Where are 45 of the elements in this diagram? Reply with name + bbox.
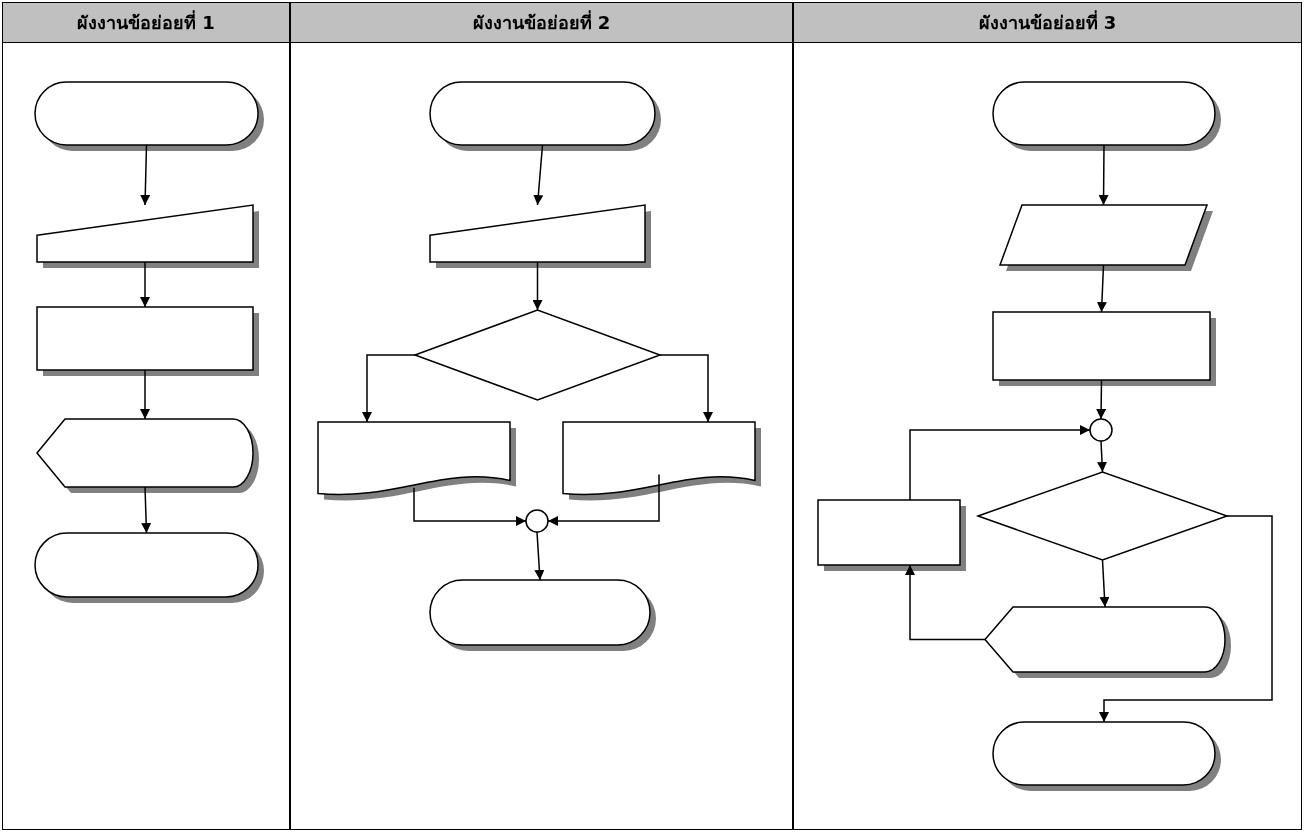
- flowchart-column: [793, 2, 1302, 830]
- arrow: [533, 144, 544, 206]
- process-box: [817, 499, 966, 571]
- terminal-shape: [429, 81, 661, 151]
- terminal-shape: [992, 721, 1221, 791]
- arrow: [1099, 559, 1110, 608]
- decision-diamond: [977, 471, 1227, 560]
- connector-circle: [525, 509, 548, 532]
- arrow: [905, 564, 986, 641]
- terminal-shape: [34, 81, 264, 151]
- arrow: [362, 354, 416, 423]
- arrow: [1099, 515, 1273, 723]
- terminal-shape: [34, 532, 264, 603]
- column-header: ผังงานข้อย่อยที่ 1: [3, 3, 289, 43]
- arrow: [547, 473, 660, 526]
- terminal-shape: [429, 579, 656, 651]
- arrow: [909, 425, 1091, 501]
- document-shape: [317, 421, 516, 501]
- process-box: [992, 311, 1216, 386]
- process-box: [36, 306, 259, 376]
- arrow: [141, 486, 152, 534]
- column-header: ผังงานข้อย่อยที่ 2: [291, 3, 792, 43]
- arrow: [140, 261, 150, 308]
- document-shape: [562, 421, 761, 501]
- arrow: [532, 261, 543, 311]
- flowchart-column: [2, 2, 290, 830]
- display-shape: [984, 606, 1231, 678]
- arrow: [413, 486, 527, 526]
- arrow: [140, 144, 151, 206]
- arrow: [1096, 379, 1107, 420]
- arrow: [534, 531, 545, 581]
- arrow: [1098, 144, 1109, 206]
- terminal-shape: [992, 81, 1221, 151]
- connector-circle: [1089, 418, 1112, 441]
- flowchart-column: [290, 2, 793, 830]
- input-output-parallelogram: [999, 204, 1213, 271]
- display-shape: [36, 418, 259, 493]
- decision-diamond: [414, 309, 660, 400]
- arrow: [140, 369, 150, 420]
- manual-input-shape: [429, 204, 651, 268]
- arrow: [1097, 440, 1107, 473]
- column-header: ผังงานข้อย่อยที่ 3: [794, 3, 1301, 43]
- manual-input-shape: [36, 204, 259, 268]
- arrow: [1096, 264, 1107, 313]
- arrow: [659, 354, 713, 423]
